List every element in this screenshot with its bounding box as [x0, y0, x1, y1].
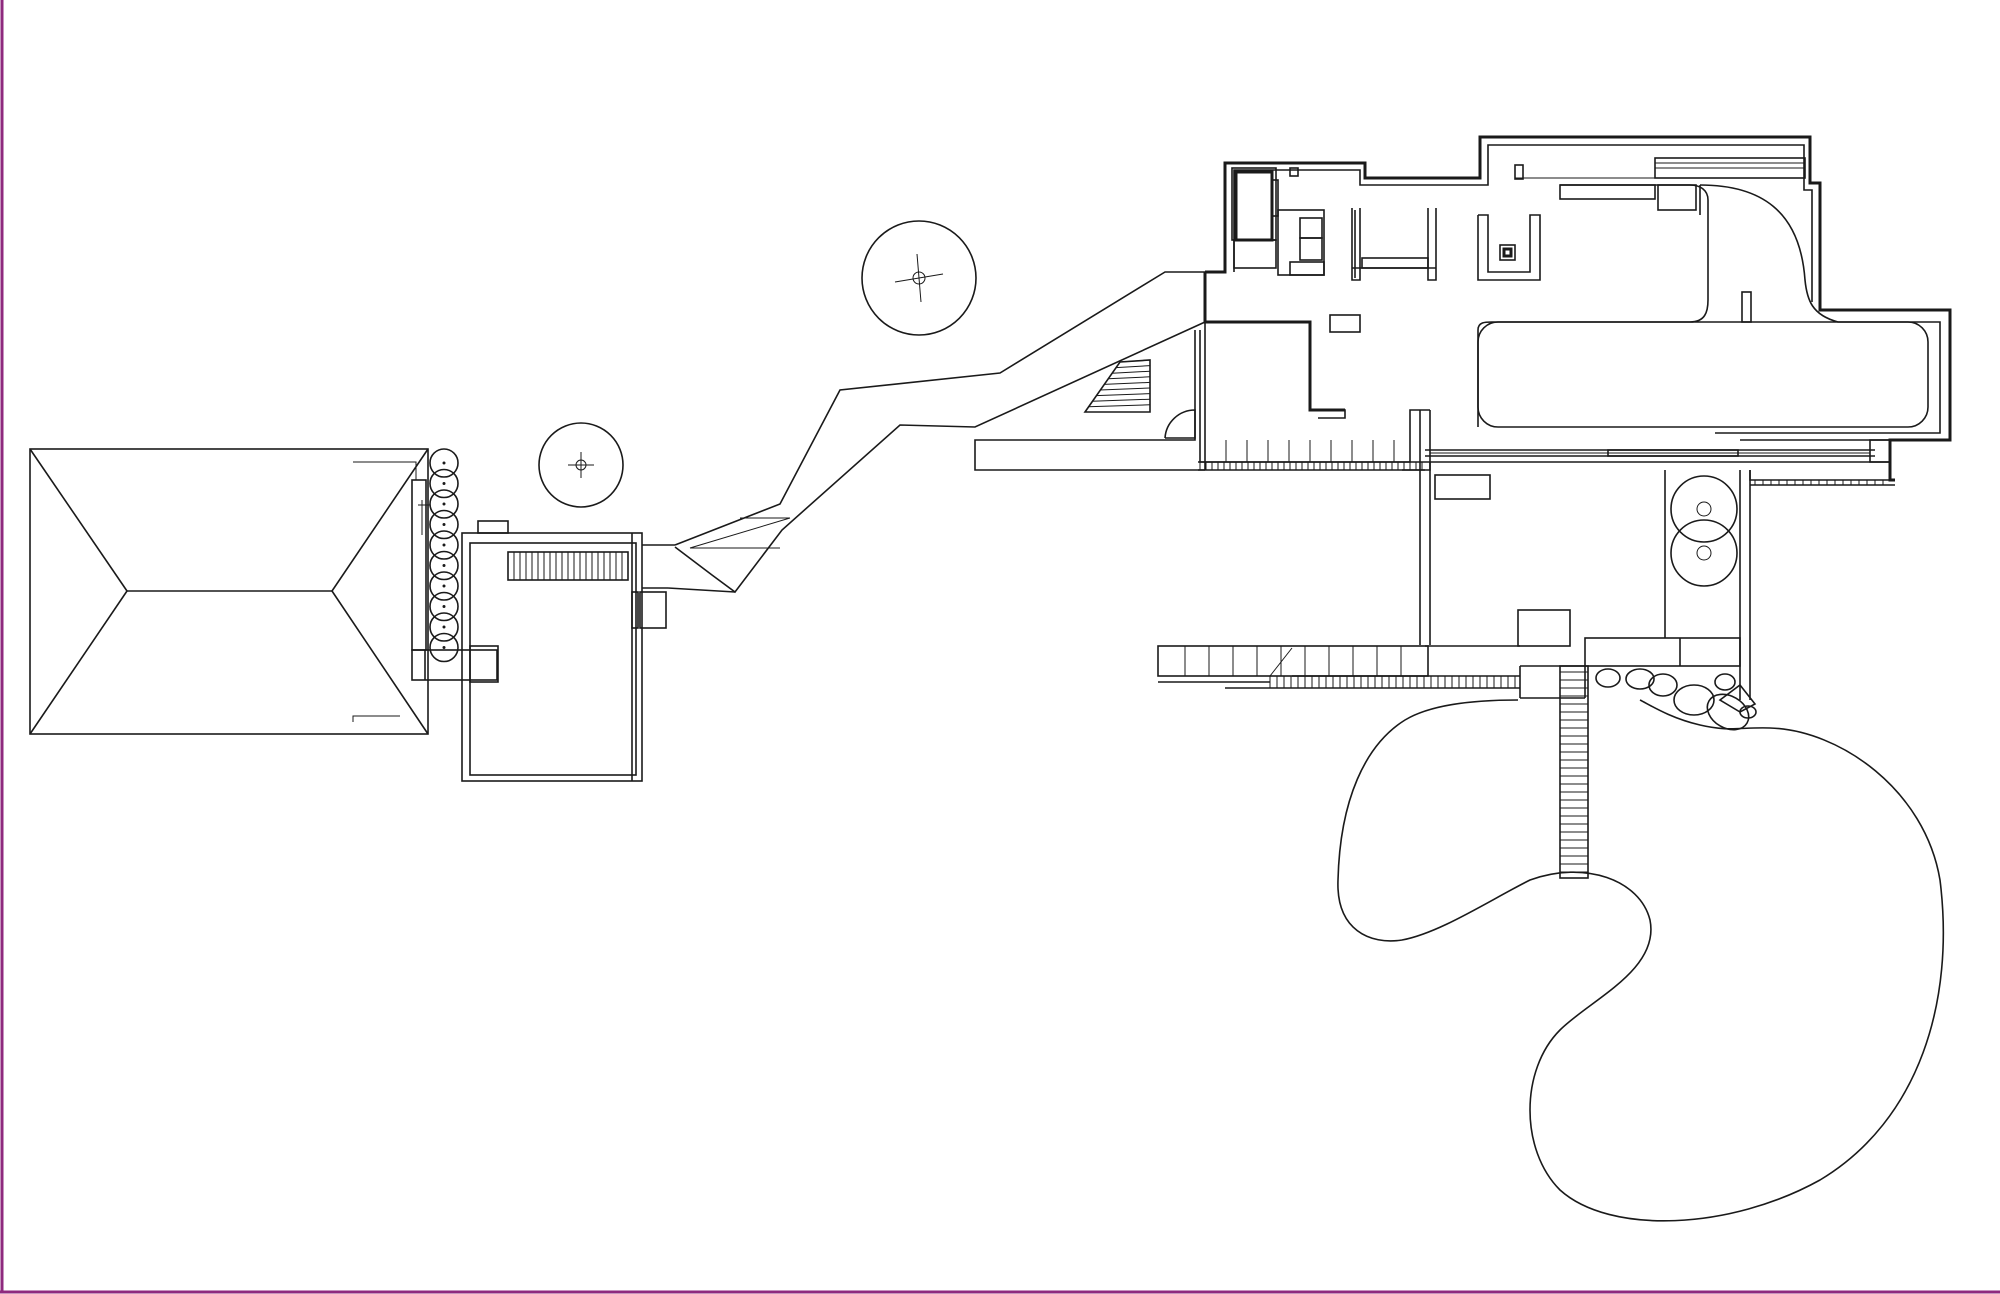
stair-tread: [1103, 381, 1151, 385]
stair-tread: [1119, 359, 1151, 363]
stair-tread: [1095, 393, 1151, 397]
shrub: [429, 468, 459, 499]
tree-large: [861, 220, 977, 336]
tile-diagonal: [1269, 647, 1293, 677]
stair-tread: [1099, 387, 1151, 391]
stair-tread: [1087, 404, 1151, 408]
terrace-paving: [1199, 440, 1884, 485]
shrub-center: [442, 646, 446, 649]
stair-tread: [1111, 370, 1151, 374]
stepping-stones: [1595, 668, 1757, 731]
house-entry-step: [411, 500, 499, 683]
inner-stair: [1083, 359, 1151, 413]
shrub-center: [442, 502, 446, 506]
entry-volume: [974, 272, 1431, 471]
lower-terrace-tiles: [1184, 646, 1516, 688]
shrub-center: [442, 523, 446, 526]
shrub-center: [442, 605, 446, 608]
shrub: [429, 591, 459, 622]
garden-court: [1517, 470, 1751, 700]
shrub-center: [442, 584, 446, 588]
ramp-walkway: [642, 271, 1206, 594]
shrub: [429, 489, 459, 519]
stair-tread: [1091, 398, 1151, 402]
hip-roof-house: [29, 448, 429, 735]
pavilion-stair: [507, 551, 629, 581]
shrub: [429, 509, 459, 540]
shrub: [429, 530, 459, 560]
shrub-row: [411, 448, 459, 663]
stair-tread: [1107, 376, 1151, 380]
tree-small: [538, 422, 624, 508]
pier-stair: [1559, 665, 1589, 879]
shrub-center: [442, 461, 446, 465]
pavilion: [461, 520, 667, 782]
pond: [1337, 699, 1945, 1222]
shrub: [429, 632, 459, 663]
stair-tread: [1115, 365, 1151, 369]
shrub-center: [442, 543, 446, 547]
shrub: [429, 571, 459, 601]
service-rooms: [1231, 167, 1541, 281]
main-building: [1205, 135, 1952, 482]
shrub: [429, 448, 459, 478]
shrub: [429, 550, 459, 581]
terrace-rails: [1198, 439, 1895, 645]
pier-outline: [1559, 665, 1589, 879]
shrub-center: [442, 625, 446, 629]
shrub-center: [442, 482, 446, 485]
shrub-center: [442, 564, 446, 567]
lower-terrace: [1157, 645, 1586, 699]
shrub: [429, 612, 459, 642]
